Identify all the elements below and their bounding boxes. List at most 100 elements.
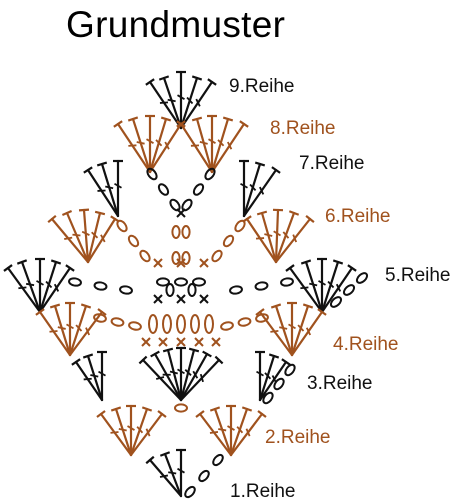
double-crochet-top-bar — [271, 166, 281, 174]
double-crochet-top-bar — [35, 308, 45, 316]
double-crochet-slash — [45, 280, 53, 289]
chain-stitch-symbol — [110, 317, 125, 327]
double-crochet-symbol — [213, 407, 233, 457]
double-crochet-slash — [292, 234, 298, 243]
double-crochet-symbol — [131, 117, 152, 174]
double-crochet-slash — [184, 369, 192, 376]
double-crochet-slash — [335, 283, 342, 292]
double-crochet-top-bar — [138, 355, 148, 365]
double-crochet-top-bar — [305, 215, 315, 223]
double-crochet-slash — [270, 329, 279, 333]
double-crochet-symbol — [162, 76, 183, 130]
double-crochet-symbol — [20, 260, 42, 314]
chain-stitch-symbol — [93, 313, 107, 323]
chain-stitch-symbol — [222, 234, 235, 248]
row-label-7: 7.Reihe — [299, 153, 365, 174]
double-crochet-slash — [98, 370, 106, 377]
double-crochet-slash — [240, 182, 248, 189]
double-crochet-top-bar — [222, 116, 234, 122]
single-crochet-symbol — [158, 337, 168, 347]
chain-stitch-symbol — [157, 183, 170, 196]
double-crochet-symbol — [86, 211, 102, 264]
double-crochet-top-bar — [202, 350, 212, 358]
double-crochet-symbol — [179, 76, 199, 130]
double-crochet-top-bar — [50, 259, 62, 265]
chain-stitch-symbol — [212, 453, 224, 467]
double-crochet-symbol — [148, 117, 168, 174]
chain-stitch-symbol — [355, 272, 369, 284]
double-crochet-slash — [199, 141, 208, 145]
double-crochet-symbol — [195, 117, 214, 174]
double-crochet-symbol — [198, 412, 233, 457]
double-crochet-top-bar — [82, 353, 94, 359]
double-crochet-symbol — [68, 310, 104, 357]
double-crochet-top-bar — [317, 308, 327, 316]
double-crochet-slash — [245, 428, 251, 437]
double-crochet-symbol — [260, 211, 278, 264]
double-crochet-symbol — [179, 348, 196, 402]
double-crochet-slash — [164, 141, 170, 150]
double-crochet-top-bar — [254, 161, 266, 167]
double-crochet-slash — [255, 237, 265, 240]
chain-stitch-symbol — [171, 251, 181, 265]
double-crochet-symbol — [304, 260, 324, 314]
double-crochet-slash — [64, 236, 73, 240]
double-crochet-slash — [208, 138, 216, 144]
double-crochet-slash — [199, 373, 204, 383]
double-crochet-slash — [300, 286, 309, 290]
double-crochet-symbol — [179, 80, 214, 130]
double-crochet-top-bar — [207, 78, 217, 86]
chain-stitch-symbol — [190, 314, 200, 334]
double-crochet-symbol — [258, 310, 294, 357]
double-crochet-slash — [288, 323, 296, 330]
double-crochet-symbol — [65, 211, 90, 264]
chain-stitch-symbol — [342, 284, 356, 296]
double-crochet-symbol — [229, 407, 249, 457]
double-crochet-symbol — [290, 304, 310, 357]
double-crochet-slash — [177, 467, 185, 474]
double-crochet-symbol — [86, 217, 117, 264]
double-crochet-slash — [236, 426, 244, 434]
double-crochet-symbol — [274, 217, 312, 264]
chain-stitch-symbol — [146, 167, 158, 181]
double-crochet-slash — [25, 282, 35, 287]
double-crochet-slash — [49, 330, 58, 333]
double-crochet-top-bar — [257, 410, 267, 418]
double-crochet-symbol — [258, 360, 288, 402]
single-crochet-symbol — [176, 208, 186, 218]
double-crochet-top-bar — [158, 75, 170, 81]
double-crochet-slash — [249, 183, 257, 191]
double-crochet-top-bar — [49, 303, 61, 309]
double-crochet-top-bar — [300, 259, 312, 265]
chain-stitch-symbol — [329, 296, 343, 308]
double-crochet-top-bar — [3, 264, 13, 272]
double-crochet-slash — [57, 326, 66, 330]
double-crochet-slash — [91, 231, 99, 239]
double-crochet-top-bar — [113, 120, 123, 128]
chain-stitch-symbol — [204, 167, 216, 181]
chain-stitch-symbol — [169, 198, 181, 212]
chain-stitch-symbol — [255, 313, 269, 323]
double-crochet-slash — [155, 139, 163, 147]
chain-stitch-symbol — [181, 198, 193, 212]
double-crochet-top-bar — [302, 303, 314, 309]
double-crochet-slash — [282, 231, 290, 239]
double-crochet-slash — [305, 327, 312, 336]
double-crochet-slash — [226, 141, 233, 150]
double-crochet-top-bar — [97, 308, 107, 316]
double-crochet-top-bar — [191, 75, 203, 81]
double-crochet-top-bar — [127, 116, 139, 122]
double-crochet-top-bar — [80, 303, 92, 309]
single-crochet-symbol — [199, 294, 209, 304]
double-crochet-symbol — [290, 310, 324, 357]
double-crochet-slash — [273, 230, 281, 237]
diagram-title: Grundmuster — [66, 4, 286, 45]
single-crochet-symbol — [199, 258, 209, 268]
row-label-8: 8.Reihe — [270, 118, 336, 139]
double-crochet-slash — [318, 280, 326, 286]
double-crochet-top-bar — [332, 259, 344, 265]
double-crochet-symbol — [274, 304, 294, 357]
double-crochet-slash — [146, 138, 154, 144]
chain-stitch-symbol — [127, 234, 140, 248]
